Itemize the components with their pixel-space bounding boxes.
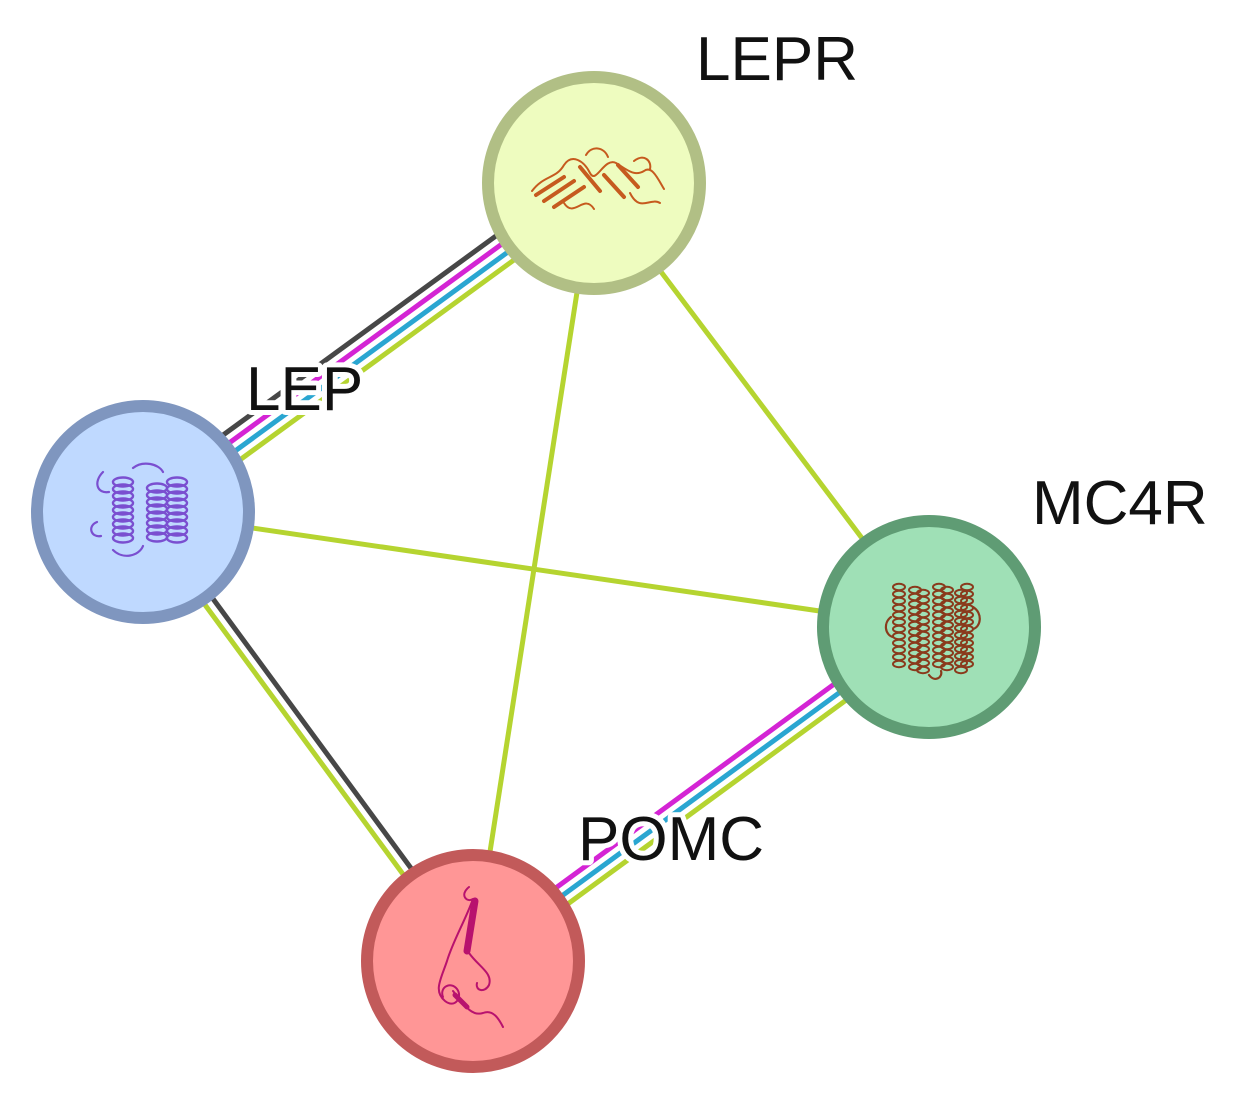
edges-layer [132, 168, 937, 972]
node-circle[interactable] [31, 400, 255, 624]
nodes-layer [31, 71, 1041, 1073]
node-label-mc4r: MC4R [1032, 469, 1208, 538]
protein-beta-sheet-structure-icon [531, 147, 665, 210]
protein-node-mc4r[interactable] [817, 515, 1041, 739]
labels-layer: LEPR LEP MC4R POMC [241, 20, 1213, 879]
edge-lepr-pomc [470, 182, 597, 962]
protein-coil-structure-icon [437, 886, 504, 1028]
node-circle[interactable] [361, 849, 585, 1073]
edge-line-text-mining [470, 182, 597, 962]
protein-node-pomc[interactable] [361, 849, 585, 1073]
node-label-lepr: LEPR [696, 25, 858, 94]
protein-helix-bundle-structure-icon [90, 462, 189, 557]
node-label-pomc: POMC [578, 805, 764, 874]
protein-node-lepr[interactable] [482, 71, 706, 295]
protein-transmembrane-helix-structure-icon [884, 582, 981, 680]
protein-node-lep[interactable] [31, 400, 255, 624]
node-label-lep: LEP [246, 355, 363, 424]
